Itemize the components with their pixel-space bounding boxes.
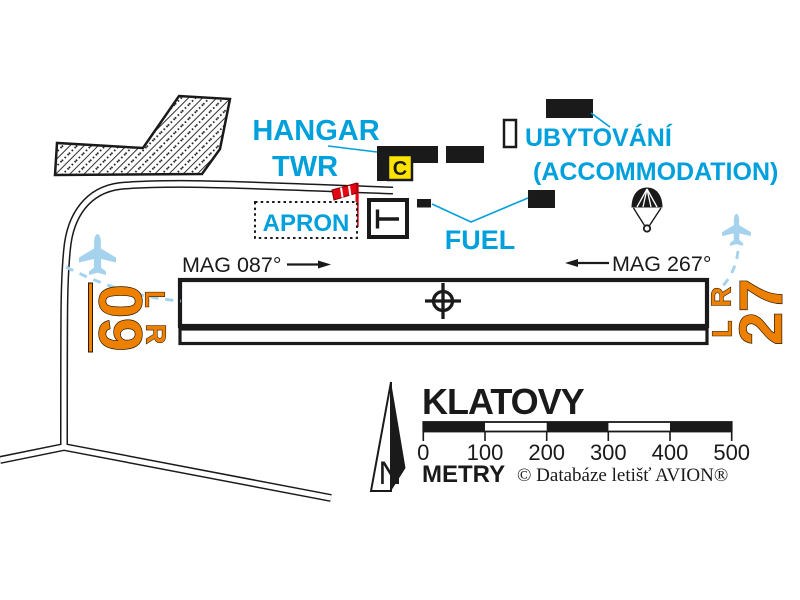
- c-letter: C: [393, 158, 407, 180]
- designator-09-underline: [88, 282, 93, 353]
- approach-paths: [65, 250, 740, 303]
- twr-label: TWR: [272, 151, 338, 183]
- fuel-building: [528, 190, 555, 208]
- scale-bar: 0 100 200 300 400 500 METRY: [417, 421, 750, 488]
- accommodation-label-en: (ACCOMMODATION): [533, 158, 778, 186]
- runway-end-27: 27 R L: [705, 278, 795, 346]
- approach-path-east: [707, 250, 740, 299]
- signal-square-icon: [367, 198, 409, 239]
- buildings: [377, 99, 593, 208]
- designator-09: 09: [87, 285, 154, 352]
- airplane-icon-east: [722, 213, 751, 246]
- building-2: [446, 146, 484, 163]
- accommodation-building: [546, 99, 593, 118]
- designator-09-L: L: [140, 290, 171, 307]
- accommodation-label-cs: UBYTOVÁNÍ: [525, 123, 673, 152]
- signal-area-c: C: [386, 153, 414, 182]
- apron-group: APRON: [254, 201, 358, 239]
- fuel-label: FUEL: [445, 225, 516, 255]
- hangar-label: HANGAR: [252, 115, 379, 147]
- roads: [0, 179, 394, 502]
- apron-label: APRON: [263, 210, 350, 237]
- airplane-icon-west: [79, 234, 116, 275]
- scale-tick-400: 400: [652, 440, 689, 465]
- copyright-notice: © Databáze letišť AVION®: [517, 465, 728, 486]
- hangar-callout-line: [327, 145, 378, 153]
- scale-ticks: [422, 431, 733, 441]
- approach-path-west: [65, 265, 182, 303]
- callout-lines: [327, 112, 611, 223]
- parachute-icon: [631, 187, 663, 233]
- designator-27-R: R: [706, 287, 737, 307]
- runway-end-09: 09 L R: [86, 282, 172, 353]
- mag-087-label: MAG 087°: [182, 253, 281, 277]
- fuel-callout-line: [431, 197, 529, 223]
- mag-267-arrowhead-icon: [565, 259, 578, 267]
- scale-tick-500: 500: [713, 440, 750, 465]
- runway-south-strip: [178, 327, 709, 346]
- mag-087-arrowhead-icon: [318, 260, 331, 269]
- north-label: N: [378, 455, 401, 491]
- designator-09-R: R: [141, 324, 172, 344]
- fuel-point: [417, 199, 431, 208]
- arp-crosshair-icon: [425, 283, 461, 319]
- north-arrow-icon: N: [369, 381, 406, 492]
- designator-27-L: L: [707, 320, 738, 337]
- runway-strips: [177, 277, 710, 346]
- scale-tick-200: 200: [528, 440, 565, 465]
- mag-heading-west-group: MAG 267°: [565, 252, 711, 276]
- accommodation-callout-line: [590, 112, 611, 128]
- scale-tick-300: 300: [590, 440, 627, 465]
- c-box: [386, 153, 414, 182]
- scale-tick-0: 0: [417, 440, 429, 465]
- designator-27: 27: [728, 279, 795, 346]
- mag-heading-east-group: MAG 087°: [182, 253, 331, 277]
- woodland-polygon: [53, 94, 232, 177]
- scale-tick-100: 100: [467, 440, 504, 465]
- accommodation-marker: [502, 118, 518, 149]
- airport-title: KLATOVY: [422, 381, 585, 422]
- scale-unit-label: METRY: [422, 461, 505, 488]
- apron-box: [254, 201, 358, 239]
- mag-267-label: MAG 267°: [612, 252, 711, 276]
- hatched-woodland-area: [53, 94, 232, 177]
